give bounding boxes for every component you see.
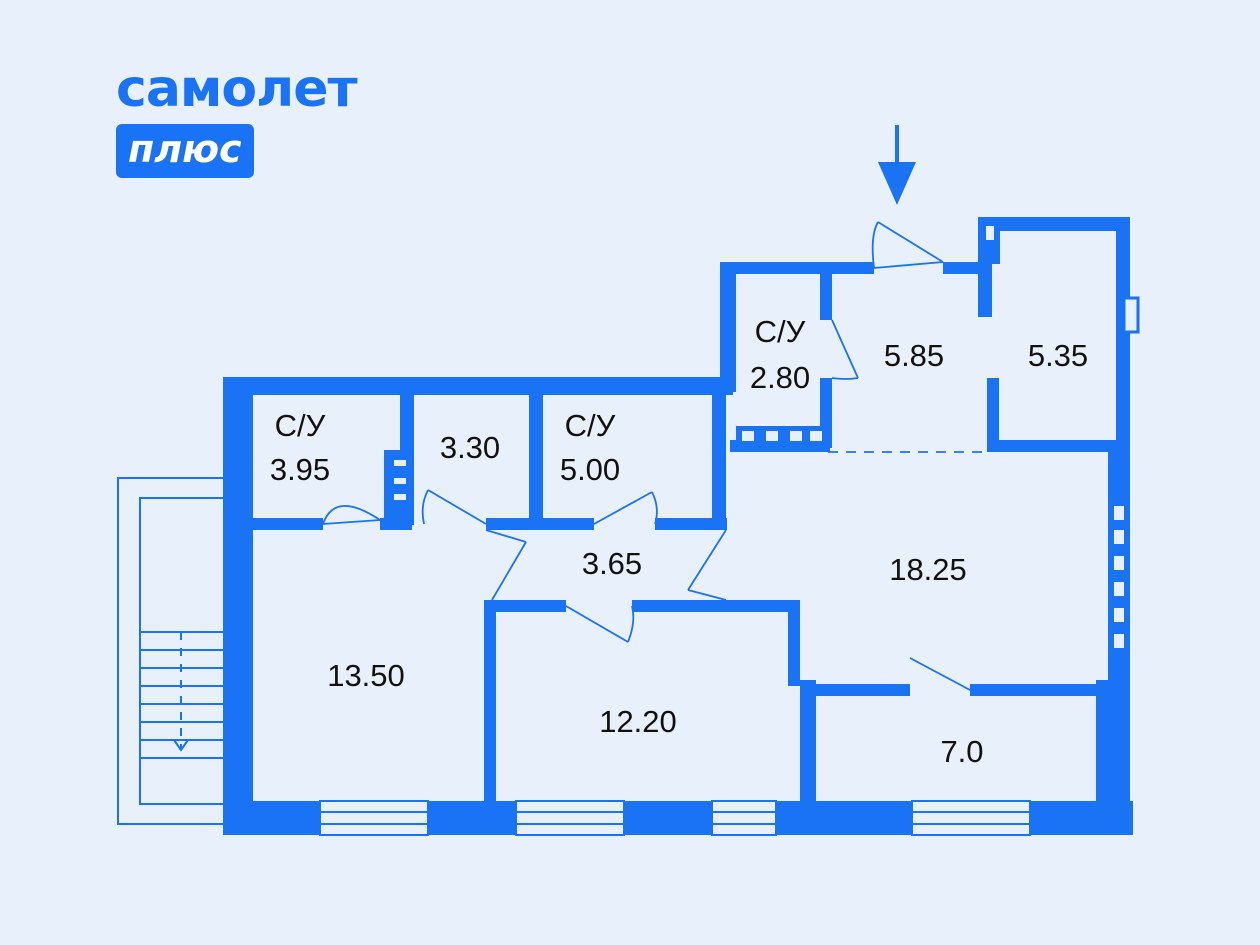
- room-storage-area: 3.30: [440, 430, 500, 465]
- stair-down-arrow-icon: [173, 739, 189, 752]
- room-bedroom-left-area: 13.50: [327, 658, 405, 693]
- entrance-arrow-icon: [878, 125, 916, 205]
- vent-shafts: [384, 220, 1000, 522]
- interior-walls: [253, 274, 1117, 801]
- room-living-area: 18.25: [889, 552, 967, 587]
- room-corridor-area: 3.65: [582, 546, 642, 581]
- room-wardrobe-area: 5.35: [1028, 338, 1088, 373]
- brand-name: самолет: [116, 59, 358, 119]
- room-bathroom-c-type: С/У: [755, 314, 806, 349]
- room-bedroom-mid-area: 12.20: [599, 704, 677, 739]
- windows: [319, 296, 1140, 836]
- room-bathroom-b-type: С/У: [565, 408, 616, 443]
- room-bathroom-b-area: 5.00: [560, 452, 620, 487]
- room-bathroom-a-type: С/У: [275, 408, 326, 443]
- room-bathroom-a-area: 3.95: [270, 452, 330, 487]
- staircase: [117, 477, 227, 825]
- room-hall-entry-area: 5.85: [884, 338, 944, 373]
- doors: [322, 221, 987, 691]
- brand-logo: самолет плюс: [116, 58, 358, 178]
- brand-badge: плюс: [116, 124, 254, 178]
- room-balcony-area: 7.0: [940, 734, 983, 769]
- room-bathroom-c-area: 2.80: [750, 360, 810, 395]
